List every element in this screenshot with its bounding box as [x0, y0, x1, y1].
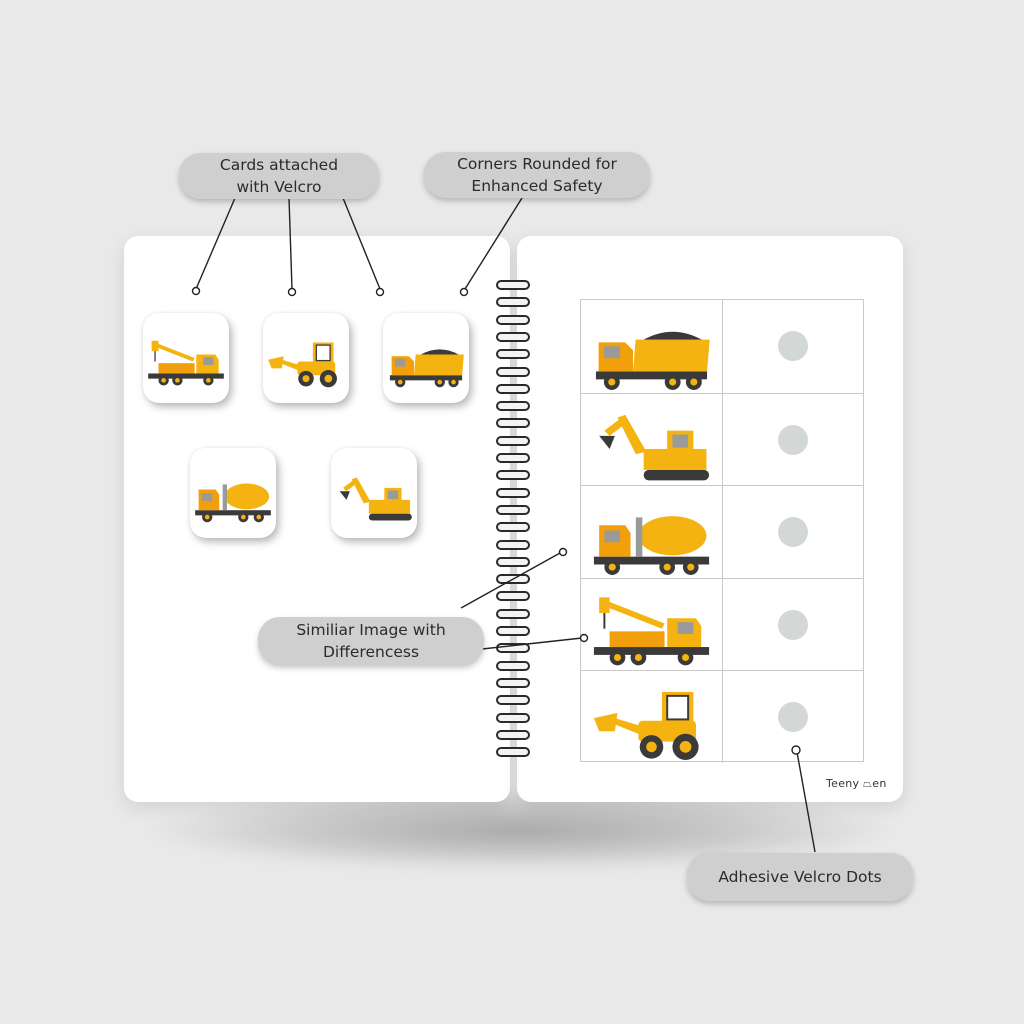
callout-text: Corners Rounded for [457, 155, 617, 173]
callout-rounded-corners: Corners Rounded for Enhanced Safety [424, 152, 650, 198]
callout-text: Similiar Image with [296, 621, 446, 639]
spiral-ring [496, 591, 530, 602]
crane-truck-icon [148, 340, 224, 386]
spiral-ring [496, 349, 530, 360]
spiral-ring [496, 401, 530, 412]
velcro-dot[interactable] [778, 702, 808, 733]
crane-truck-icon [593, 597, 710, 666]
excavator-icon [339, 477, 412, 521]
spiral-ring [496, 574, 530, 585]
spiral-ring [496, 487, 530, 498]
grid-row [581, 577, 865, 671]
spiral-ring [496, 712, 530, 723]
spiral-ring [496, 453, 530, 463]
spiral-ring [496, 677, 530, 688]
velcro-cell[interactable] [723, 486, 865, 578]
matching-grid [580, 299, 865, 763]
spiral-ring [496, 314, 530, 325]
callout-text: Differencess [322, 643, 420, 661]
spiral-ring [496, 366, 530, 377]
card-cement-mixer[interactable] [190, 448, 276, 538]
grid-image-cell [581, 300, 723, 393]
spiral-ring [496, 643, 530, 654]
spiral-ring [496, 280, 530, 290]
callout-velcro-dots: Adhesive Velcro Dots [687, 853, 913, 901]
callout-text: Cards attached [219, 156, 339, 174]
spiral-ring [496, 660, 530, 671]
grid-image-cell [581, 578, 723, 671]
cement-mixer-icon [195, 483, 271, 523]
spiral-ring [496, 695, 530, 706]
grid-row [581, 392, 865, 486]
spiral-binding [490, 280, 536, 760]
callout-text: Adhesive Velcro Dots [718, 868, 882, 886]
velcro-cell[interactable] [723, 579, 865, 671]
velcro-dot[interactable] [778, 331, 808, 361]
wheel-loader-icon [268, 342, 337, 388]
callout-text: with Velcro [236, 178, 322, 196]
grid-image-cell [581, 393, 723, 486]
wheel-loader-icon [593, 692, 699, 761]
spiral-ring [496, 418, 530, 429]
cement-mixer-icon [593, 516, 710, 576]
card-crane-truck[interactable] [143, 313, 229, 403]
spiral-ring [496, 729, 530, 740]
spiral-ring [496, 747, 530, 758]
grid-image-cell [581, 486, 723, 578]
spiral-ring [496, 608, 530, 619]
excavator-icon [599, 414, 710, 480]
spiral-ring [496, 539, 530, 550]
spiral-ring [496, 435, 530, 446]
grid-row [581, 300, 863, 393]
spiral-ring [496, 297, 530, 308]
grid-image-cell [581, 671, 723, 763]
callout-cards-velcro: Cards attached with Velcro [179, 153, 379, 199]
spiral-ring [496, 383, 530, 394]
callout-similar-image: Similiar Image with Differencess [258, 617, 484, 665]
card-dump-truck[interactable] [383, 313, 469, 403]
card-excavator[interactable] [331, 448, 417, 538]
spiral-ring [496, 626, 530, 636]
velcro-cell[interactable] [723, 300, 865, 393]
velcro-dot[interactable] [778, 609, 808, 640]
spiral-ring [496, 504, 530, 515]
velcro-cell[interactable] [723, 394, 865, 486]
dump-truck-icon [389, 349, 464, 388]
spiral-ring [496, 522, 530, 533]
grid-row [581, 670, 863, 763]
right-page [517, 236, 903, 802]
grid-row [581, 485, 863, 578]
spiral-ring [496, 556, 530, 567]
callout-text: Enhanced Safety [471, 177, 603, 195]
dump-truck-icon [595, 331, 710, 390]
velcro-dot[interactable] [778, 424, 808, 455]
brand-logo: Teeny ⏢en [826, 777, 887, 790]
spiral-ring [496, 470, 530, 481]
velcro-dot[interactable] [778, 517, 808, 548]
spiral-ring [496, 331, 530, 342]
velcro-cell[interactable] [723, 671, 865, 763]
card-wheel-loader[interactable] [263, 313, 349, 403]
